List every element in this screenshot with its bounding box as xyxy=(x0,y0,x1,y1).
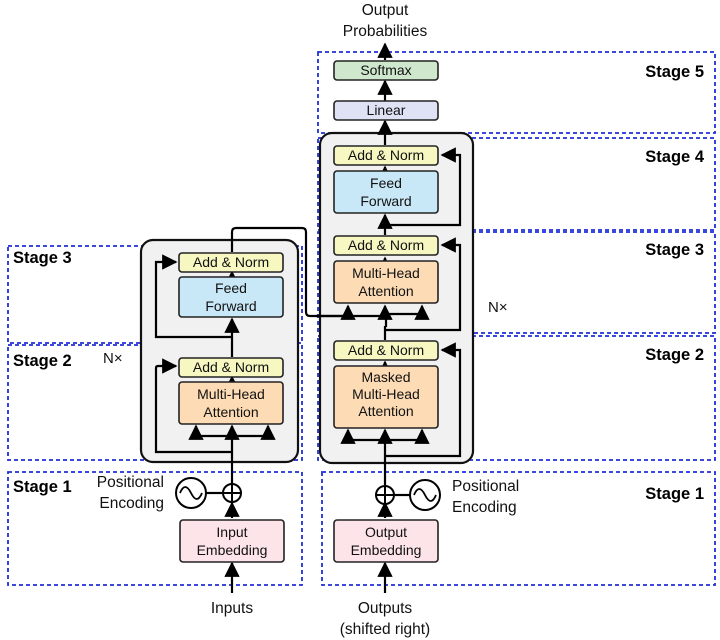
dec-mha-text2: Attention xyxy=(358,283,413,299)
enc-mha-text1: Multi-Head xyxy=(197,386,265,402)
dec-mha-text1: Multi-Head xyxy=(352,265,420,281)
dec-addnorm-2 xyxy=(333,235,439,256)
enc-stage1-box xyxy=(7,471,303,586)
dec-stage2-label: Stage 2 xyxy=(645,346,704,364)
enc-mha xyxy=(178,381,284,425)
dec-stage3-label: Stage 3 xyxy=(645,241,704,259)
dec-masked-mha xyxy=(333,365,439,429)
dec-masked-text2: Multi-Head xyxy=(352,386,420,402)
enc-stage2-label: Stage 2 xyxy=(13,352,72,370)
output-prob-label2: Probabilities xyxy=(343,23,428,40)
dec-addnorm-1 xyxy=(333,340,439,361)
enc-ff-text2: Forward xyxy=(205,298,256,314)
dec-ff xyxy=(333,170,439,214)
enc-addnorm-2 xyxy=(178,252,284,273)
dec-masked-text1: Masked xyxy=(361,369,410,385)
dec-stage3-box xyxy=(317,231,716,334)
enc-addnorm-1 xyxy=(178,357,284,378)
pos-enc-right-label1: Positional xyxy=(452,478,519,495)
dec-stage4-label: Stage 4 xyxy=(645,148,705,166)
dec-addnorm-3 xyxy=(333,145,439,166)
dec-softmax xyxy=(333,60,439,81)
enc-stage3-label: Stage 3 xyxy=(13,249,72,267)
nx-decoder-label: N× xyxy=(488,299,508,316)
enc-embedding-text2: Embedding xyxy=(197,542,268,558)
output-prob-label1: Output xyxy=(362,2,409,19)
dec-addnorm2-text: Add & Norm xyxy=(348,237,424,253)
dec-addnorm3-text: Add & Norm xyxy=(348,147,424,163)
pos-enc-right-label2: Encoding xyxy=(452,499,517,516)
enc-embedding-text1: Input xyxy=(216,524,247,540)
dec-addnorm1-text: Add & Norm xyxy=(348,342,424,358)
enc-ff-text1: Feed xyxy=(215,280,247,296)
nx-encoder-label: N× xyxy=(103,350,123,367)
dec-output-embedding xyxy=(333,519,439,563)
encoder-stack xyxy=(139,238,300,464)
dec-softmax-text: Softmax xyxy=(360,62,411,78)
dec-stage4-box xyxy=(317,137,716,231)
inputs-label: Inputs xyxy=(211,600,253,617)
dec-embedding-text1: Output xyxy=(365,524,407,540)
dec-linear-text: Linear xyxy=(367,102,406,118)
pos-enc-left-label1: Positional xyxy=(97,474,164,491)
enc-mha-text2: Attention xyxy=(203,404,258,420)
outputs-label1: Outputs xyxy=(358,600,413,617)
enc-addnorm2-text: Add & Norm xyxy=(193,254,269,270)
enc-stage1-label: Stage 1 xyxy=(13,478,72,496)
dec-embedding-text2: Embedding xyxy=(351,542,422,558)
dec-ff-text2: Forward xyxy=(360,193,411,209)
dec-stage5-label: Stage 5 xyxy=(645,63,704,81)
enc-input-embedding xyxy=(179,519,285,563)
enc-ff xyxy=(178,276,284,318)
dec-stage5-box xyxy=(317,51,716,134)
dec-stage1-label: Stage 1 xyxy=(645,485,704,503)
enc-addnorm1-text: Add & Norm xyxy=(193,359,269,375)
pos-enc-left-label2: Encoding xyxy=(99,495,164,512)
dec-masked-text3: Attention xyxy=(358,403,413,419)
dec-stage2-box xyxy=(317,335,716,461)
dec-ff-text1: Feed xyxy=(370,175,402,191)
dec-linear xyxy=(333,100,439,121)
dec-stage1-box xyxy=(321,471,716,586)
outputs-label2: (shifted right) xyxy=(340,621,430,638)
dec-mha xyxy=(333,260,439,304)
